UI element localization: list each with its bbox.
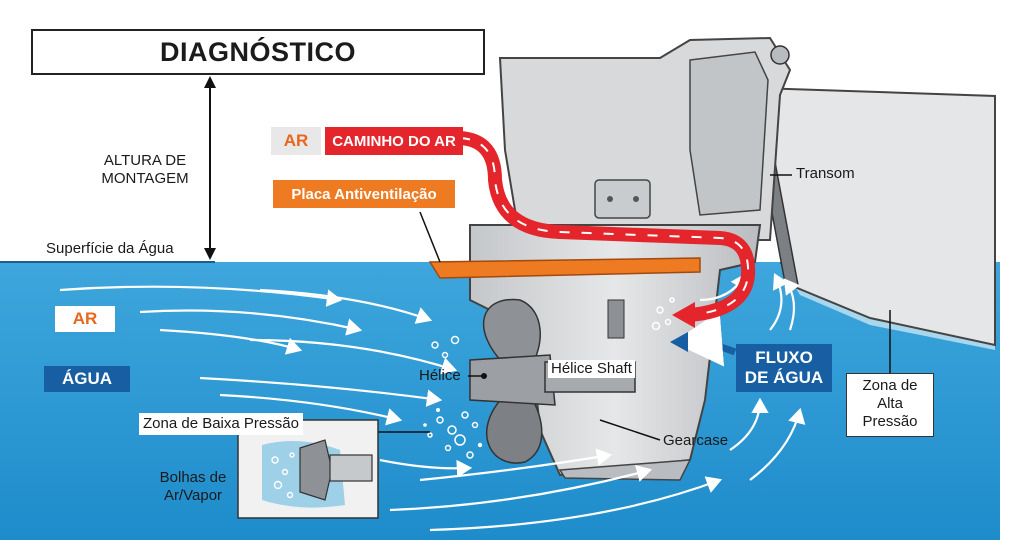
water-flow-arrows: [59, 273, 806, 532]
arrow-up: [204, 76, 216, 88]
anti-ventilation-plate-label: Placa Antiventilação: [273, 180, 455, 208]
inset-bubbles: [271, 452, 295, 499]
bubbles-fill: [423, 408, 483, 448]
bubbles-line1: Bolhas de: [159, 469, 227, 486]
high-pressure-line1: Zona de: [862, 377, 918, 394]
bubbles-line2: Ar/Vapor: [163, 487, 223, 504]
inset-hub: [329, 454, 373, 482]
water-flow-line1: FLUXO: [755, 348, 813, 367]
water-surface-label: Superfície da Água: [46, 240, 174, 257]
air-path-label: CAMINHO DO AR: [325, 127, 463, 155]
water-flow-line2: DE ÁGUA: [744, 368, 824, 387]
mounting-height-line2: MONTAGEM: [101, 170, 189, 187]
gearcase-label: Gearcase: [663, 432, 729, 449]
mount-plate: [594, 179, 651, 219]
bubbles-label: Bolhas de Ar/Vapor: [146, 469, 240, 505]
air-tag-top: AR: [271, 127, 321, 155]
mounting-height-line1: ALTURA DE: [103, 152, 187, 169]
bolt: [607, 196, 613, 202]
water-flow-arrowhead: [670, 332, 688, 352]
plate-leader: [419, 211, 441, 263]
air-tag-left: AR: [55, 306, 115, 332]
air-path-dashes: [459, 137, 750, 316]
bubbles: [427, 297, 675, 459]
tilt-pin: [770, 45, 790, 65]
high-pressure-line3: Pressão: [862, 413, 918, 430]
propeller-label: Hélice: [419, 367, 461, 384]
transom-label: Transom: [796, 165, 855, 182]
water-flow-label: FLUXO DE ÁGUA: [736, 344, 832, 392]
mounting-height-label: ALTURA DE MONTAGEM: [95, 152, 195, 188]
high-pressure-line2: Alta: [877, 395, 903, 412]
inset-prop: [299, 439, 333, 501]
low-pressure-zone-label: Zona de Baixa Pressão: [139, 413, 303, 435]
anti-ventilation-plate-shape: [428, 257, 701, 279]
engine-bracket: [689, 51, 769, 216]
skeg: [558, 459, 692, 481]
air-path-arrowhead: [672, 302, 695, 328]
propeller-shaft-label: Hélice Shaft: [548, 360, 635, 378]
propeller-leader-dot: [481, 373, 487, 379]
water-tag: ÁGUA: [44, 366, 130, 392]
bolt: [633, 196, 639, 202]
page-title: DIAGNÓSTICO: [31, 29, 485, 75]
vent-grille: [607, 299, 625, 339]
gearcase-leader: [599, 419, 661, 441]
arrow-down: [204, 248, 216, 260]
high-pressure-zone-label: Zona de Alta Pressão: [846, 373, 934, 437]
